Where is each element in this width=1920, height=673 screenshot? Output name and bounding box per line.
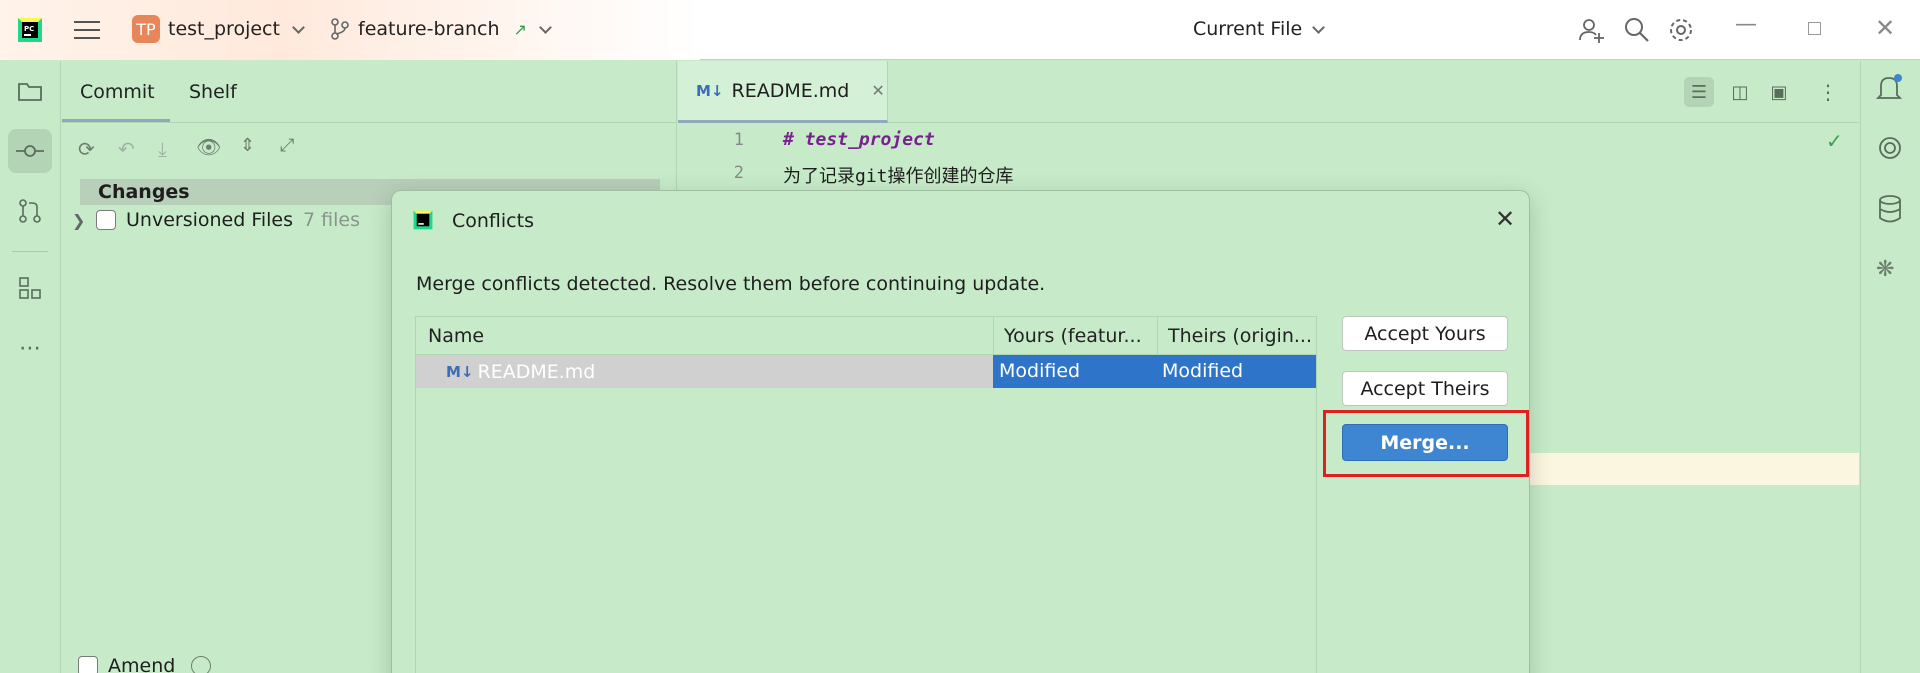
restore-window-icon[interactable]: [1808, 22, 1821, 35]
search-icon[interactable]: [1623, 16, 1651, 49]
chevron-down-icon: [1312, 20, 1326, 34]
tab-commit[interactable]: Commit: [80, 81, 155, 103]
unversioned-checkbox[interactable]: [96, 210, 116, 230]
database-icon[interactable]: [1878, 195, 1902, 228]
tab-commit-underline: [62, 119, 170, 122]
split-view-icon[interactable]: ◫: [1731, 81, 1749, 103]
more-tools-icon[interactable]: ⋯: [19, 335, 41, 361]
project-folder-icon[interactable]: [8, 69, 52, 113]
add-user-icon[interactable]: [1578, 16, 1606, 49]
editor-only-view-icon[interactable]: ☰: [1684, 77, 1714, 107]
more-options-icon[interactable]: ⋮: [1818, 80, 1838, 104]
dialog-app-icon: [412, 209, 434, 236]
dialog-message: Merge conflicts detected. Resolve them b…: [416, 273, 1046, 295]
merge-button[interactable]: Merge...: [1342, 424, 1508, 461]
ai-assistant-icon[interactable]: [1877, 135, 1903, 166]
unversioned-label: Unversioned Files: [126, 209, 294, 231]
markdown-file-icon: M↓: [696, 81, 724, 100]
dialog-close-icon[interactable]: ✕: [1495, 205, 1516, 233]
accept-yours-button[interactable]: Accept Yours: [1342, 316, 1508, 351]
table-row[interactable]: M↓ README.md Modified Modified: [416, 355, 1316, 388]
tab-commit-label: Commit: [80, 81, 155, 103]
column-theirs[interactable]: Theirs (origin...: [1168, 325, 1312, 347]
main-menu-icon[interactable]: [74, 20, 100, 40]
commit-tool-icon[interactable]: [8, 129, 52, 173]
strip-divider: [12, 251, 48, 252]
commit-panel-header: [62, 61, 677, 123]
pycharm-logo-icon[interactable]: PC: [16, 16, 44, 44]
row-file-name: README.md: [477, 360, 596, 383]
right-tool-strip: ❋: [1860, 61, 1920, 673]
branch-name: feature-branch: [358, 18, 500, 40]
code-line-1[interactable]: # test_project: [783, 129, 935, 150]
no-problems-check-icon: ✓: [1826, 129, 1843, 153]
amend-row: Amend: [78, 655, 212, 673]
branch-selector[interactable]: feature-branch ↗: [330, 17, 552, 41]
row-yours-cell[interactable]: Modified: [993, 355, 1157, 388]
history-clock-icon[interactable]: [191, 656, 212, 673]
accept-theirs-button[interactable]: Accept Theirs: [1342, 371, 1508, 406]
accept-yours-label: Accept Yours: [1364, 322, 1486, 345]
project-name: test_project: [168, 18, 280, 40]
line-number: 1: [733, 130, 744, 150]
column-name[interactable]: Name: [428, 325, 485, 347]
current-line-highlight: [1528, 453, 1859, 485]
table-header: Name Yours (featur... Theirs (origin...: [416, 317, 1316, 355]
rollback-icon[interactable]: ↶: [118, 137, 135, 161]
close-tab-icon[interactable]: ✕: [871, 81, 885, 100]
pull-requests-icon[interactable]: [8, 189, 52, 233]
row-theirs-status: Modified: [1162, 360, 1244, 382]
tab-readme[interactable]: M↓ README.md ✕: [678, 61, 888, 123]
outgoing-arrow-icon: ↗: [513, 19, 527, 39]
download-icon[interactable]: ⤓: [158, 137, 167, 161]
chevron-down-icon: [539, 20, 552, 34]
row-theirs-cell[interactable]: Modified: [1157, 355, 1316, 388]
merge-highlight-box: [1323, 410, 1529, 477]
amend-checkbox[interactable]: [78, 656, 98, 673]
column-divider[interactable]: [993, 317, 994, 355]
markdown-file-icon: M↓: [446, 362, 474, 381]
conflicts-dialog: Conflicts ✕ Merge conflicts detected. Re…: [391, 190, 1530, 673]
view-options-eye-icon[interactable]: 👁: [196, 135, 222, 159]
accept-theirs-label: Accept Theirs: [1360, 377, 1490, 400]
code-line-2[interactable]: 为了记录git操作创建的仓库: [783, 166, 1014, 187]
left-tool-strip: ⋯: [0, 61, 61, 673]
chevron-right-icon[interactable]: ❯: [72, 210, 86, 230]
expand-all-icon[interactable]: ⇕: [240, 135, 256, 156]
row-yours-status: Modified: [999, 360, 1081, 382]
run-config-selector[interactable]: Current File: [1193, 18, 1326, 40]
unversioned-count: 7 files: [303, 209, 360, 231]
close-window-icon[interactable]: ✕: [1875, 14, 1896, 42]
refresh-icon[interactable]: ⟳: [78, 137, 95, 161]
project-badge: TP: [132, 15, 160, 43]
git-branch-icon: [331, 18, 349, 40]
project-selector[interactable]: TP test_project: [132, 15, 305, 43]
minimize-window-icon[interactable]: —: [1735, 12, 1757, 37]
preview-only-icon[interactable]: ▣: [1770, 81, 1788, 103]
chevron-down-icon: [292, 20, 305, 34]
unversioned-files-row[interactable]: ❯ Unversioned Files 7 files: [72, 209, 360, 231]
run-config-label: Current File: [1193, 18, 1303, 40]
line-number: 2: [733, 163, 744, 183]
changes-header-label: Changes: [98, 181, 190, 203]
tab-shelf[interactable]: Shelf: [189, 81, 237, 103]
column-divider[interactable]: [1157, 317, 1158, 355]
tab-readme-label: README.md: [731, 79, 850, 102]
plugin-crab-icon[interactable]: ❋: [1876, 257, 1895, 282]
tab-shelf-label: Shelf: [189, 81, 237, 103]
title-bar: PC TP test_project feature-branch ↗ Curr…: [0, 0, 1920, 60]
structure-icon[interactable]: [8, 266, 52, 310]
notifications-bell-icon[interactable]: [1875, 73, 1903, 108]
column-yours[interactable]: Yours (featur...: [1004, 325, 1142, 347]
collapse-all-icon[interactable]: ⤢: [280, 135, 295, 156]
dialog-title: Conflicts: [452, 210, 534, 232]
conflicts-table: Name Yours (featur... Theirs (origin... …: [415, 316, 1317, 673]
row-name-cell[interactable]: M↓ README.md: [416, 355, 993, 388]
settings-gear-icon[interactable]: [1667, 16, 1695, 49]
merge-label: Merge...: [1380, 431, 1470, 454]
editor-tab-bar: [678, 61, 1859, 123]
amend-label[interactable]: Amend: [108, 655, 176, 673]
title-bar-glow: [0, 0, 700, 60]
svg-text:PC: PC: [24, 25, 34, 33]
